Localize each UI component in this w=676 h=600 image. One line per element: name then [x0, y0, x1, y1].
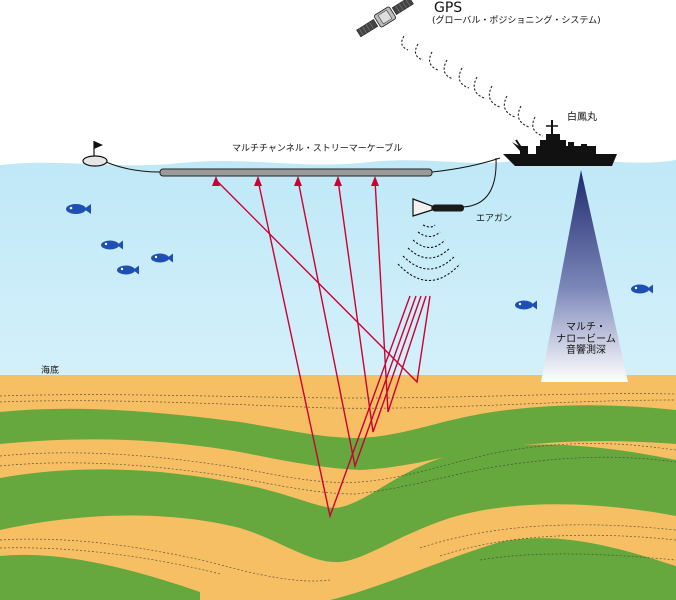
ship-tow-line [431, 157, 501, 173]
gps-signal-arcs [401, 35, 544, 137]
fish-icon [66, 204, 91, 214]
fish-icon [631, 284, 653, 294]
sky [0, 0, 676, 165]
gps-subtitle: (グローバル・ポジショニング・システム) [432, 16, 601, 26]
streamer-cable [159, 168, 433, 177]
airgun-sound-waves [397, 224, 461, 282]
ship-name: 白鳳丸 [567, 112, 597, 123]
echo-label-line3: 音響測深 [566, 345, 606, 356]
echo-label-line1: マルチ・ [566, 322, 606, 333]
seismic-rays [215, 179, 431, 519]
sea [0, 158, 676, 400]
layer-green-3 [0, 554, 200, 600]
fish-icon [151, 253, 173, 263]
fish-icon [515, 300, 537, 310]
airgun-icon [412, 198, 464, 217]
layer-green-4 [330, 538, 676, 600]
ray-arrowheads [212, 176, 379, 186]
echo-beam [541, 170, 628, 382]
buoy-tow-line [105, 161, 161, 173]
buoy-icon [82, 141, 108, 167]
gps-title: GPS [434, 0, 463, 16]
echo-label-line2: ナロービーム [556, 333, 616, 345]
fish-group [66, 204, 653, 310]
airgun-label: エアガン [476, 214, 513, 224]
layer-green-2 [0, 444, 676, 563]
fish-icon [101, 240, 123, 250]
fish-icon [117, 265, 139, 275]
strata-lines [0, 393, 676, 582]
seafloor-label: 海底 [41, 366, 60, 376]
satellite-icon [356, 0, 414, 38]
streamer-label: マルチチャンネル・ストリーマーケーブル [232, 144, 403, 154]
airgun-tow-line [462, 157, 497, 208]
echo-sounder-label: マルチ・ ナロービーム 音響測深 [548, 322, 624, 357]
ship-icon [503, 120, 617, 166]
seafloor-edge [0, 380, 676, 392]
layer-green-1 [0, 405, 676, 470]
